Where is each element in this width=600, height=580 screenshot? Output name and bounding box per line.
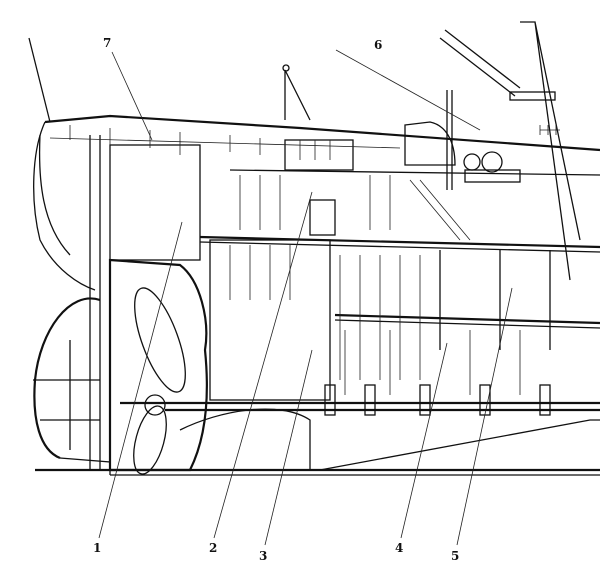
callout-6: 6 bbox=[374, 38, 382, 52]
leader-line-2 bbox=[213, 191, 313, 539]
leader-line-3 bbox=[264, 349, 313, 546]
callout-1: 1 bbox=[93, 541, 101, 555]
callout-2: 2 bbox=[209, 541, 217, 555]
rudder bbox=[89, 135, 208, 472]
railing bbox=[49, 125, 401, 155]
callout-5: 5 bbox=[451, 549, 459, 563]
leader-line-5 bbox=[456, 287, 513, 546]
mast bbox=[28, 21, 581, 281]
leader-line-1 bbox=[98, 221, 183, 539]
callout-3: 3 bbox=[259, 549, 267, 563]
propeller bbox=[120, 287, 600, 475]
leader-line-7 bbox=[111, 51, 153, 141]
leader-lines bbox=[98, 49, 513, 546]
callout-4: 4 bbox=[395, 541, 403, 555]
superstructure bbox=[239, 121, 471, 241]
compartments bbox=[109, 144, 551, 401]
leader-line-4 bbox=[400, 342, 448, 539]
winch bbox=[463, 151, 521, 183]
callout-7: 7 bbox=[103, 36, 111, 50]
leader-line-6 bbox=[335, 49, 481, 131]
decks bbox=[199, 169, 600, 329]
